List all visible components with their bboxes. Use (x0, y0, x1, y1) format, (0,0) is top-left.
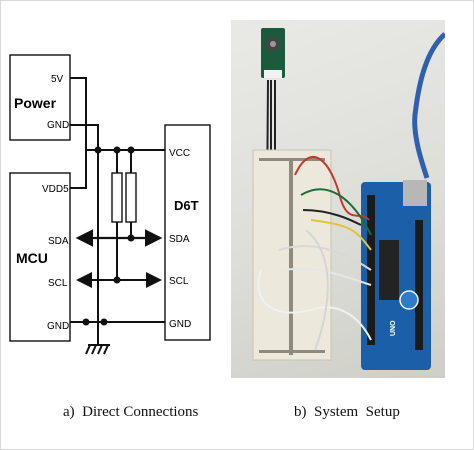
junction-dot (113, 146, 121, 154)
power-title: Power (14, 95, 57, 111)
junction-dot (113, 276, 121, 284)
wire-5v (70, 77, 87, 150)
junction-dot (94, 146, 102, 154)
junction-dot (100, 318, 108, 326)
wiring-schematic: Power 5V GND MCU VDD5 SDA SCL GND D6T VC… (9, 54, 211, 355)
setup-photo: UNO (231, 20, 445, 378)
mcu-pin-scl: SCL (48, 278, 68, 289)
jumper-wire (310, 219, 372, 251)
mcu-pin-gnd: GND (47, 321, 69, 332)
sensor-pin-sda: SDA (169, 234, 190, 245)
power-box (9, 54, 71, 141)
jumper-wire (305, 229, 329, 351)
mcu-title: MCU (16, 250, 48, 266)
junction-dot (127, 234, 135, 242)
caption-system-setup: b) System Setup (294, 404, 400, 420)
pullup-resistor-2 (125, 172, 137, 223)
caption-direct-connections: a) Direct Connections (63, 404, 199, 420)
usb-cable (412, 32, 445, 179)
jumper-wire (302, 209, 362, 226)
jumper-wire (300, 188, 372, 236)
ground-symbol (85, 344, 110, 355)
sensor-pin-gnd: GND (169, 319, 191, 330)
power-pin-gnd: GND (47, 120, 69, 131)
wire-power-gnd (70, 124, 99, 322)
power-pin-5v: 5V (51, 74, 64, 85)
pullup-resistor-1 (111, 172, 123, 223)
sensor-pin-vcc: VCC (169, 148, 190, 159)
mcu-pin-sda: SDA (48, 236, 69, 247)
board-text: UNO (390, 320, 397, 336)
jumper-wire (282, 267, 372, 286)
mcu-pin-vdd5: VDD5 (42, 184, 69, 195)
junction-dot (82, 318, 90, 326)
junction-dot (127, 146, 135, 154)
jumper-wire (278, 245, 372, 271)
sensor-title: D6T (174, 198, 199, 213)
mcu-box (9, 172, 71, 342)
sensor-pin-scl: SCL (169, 276, 189, 287)
jumper-wire (257, 269, 372, 341)
wire-vdd5 (70, 150, 87, 189)
sensor-box (164, 124, 211, 341)
